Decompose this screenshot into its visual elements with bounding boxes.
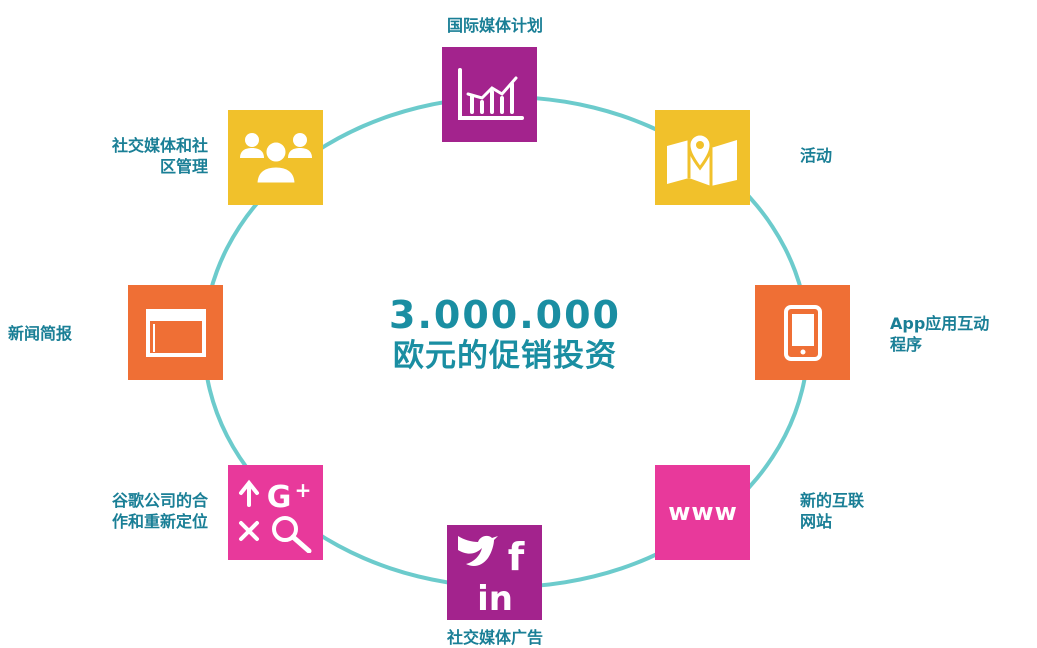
tile-app — [755, 285, 850, 380]
label-community: 社交媒体和社 区管理 — [111, 136, 208, 176]
svg-text:+: + — [294, 478, 311, 502]
tile-google: G + — [228, 465, 323, 560]
label-events: 活动 — [800, 146, 833, 165]
label-social-ads: 社交媒体广告 — [446, 628, 543, 647]
community-people-icon — [236, 128, 316, 188]
investment-subtitle: 欧元的促销投资 — [393, 338, 617, 374]
map-pin-icon — [663, 128, 743, 188]
label-google: 谷歌公司的合 作和重新定位 — [111, 491, 208, 531]
svg-text:www: www — [668, 498, 738, 526]
svg-text:G: G — [266, 480, 291, 515]
tile-events — [655, 110, 750, 205]
google-search-icon: G + — [231, 473, 321, 553]
mobile-phone-icon — [783, 304, 823, 362]
label-international-media: 国际媒体计划 — [446, 16, 543, 35]
bar-chart-icon — [456, 67, 524, 122]
svg-text:in: in — [477, 579, 513, 614]
tile-community — [228, 110, 323, 205]
investment-amount: 3.000.000 — [389, 293, 621, 337]
label-website: 新的互联 网站 — [800, 491, 865, 531]
center-investment: 3.000.000 欧元的促销投资 — [300, 293, 710, 375]
label-app: App应用互动 程序 — [890, 314, 990, 354]
tile-international-media — [442, 47, 537, 142]
svg-text:f: f — [507, 535, 524, 579]
www-icon: www — [658, 493, 748, 533]
newsletter-window-icon — [145, 308, 207, 358]
tile-newsletter — [128, 285, 223, 380]
tile-social-ads: f in — [447, 525, 542, 620]
label-newsletter: 新闻简报 — [8, 324, 73, 343]
social-media-icon: f in — [452, 532, 538, 614]
tile-website: www — [655, 465, 750, 560]
